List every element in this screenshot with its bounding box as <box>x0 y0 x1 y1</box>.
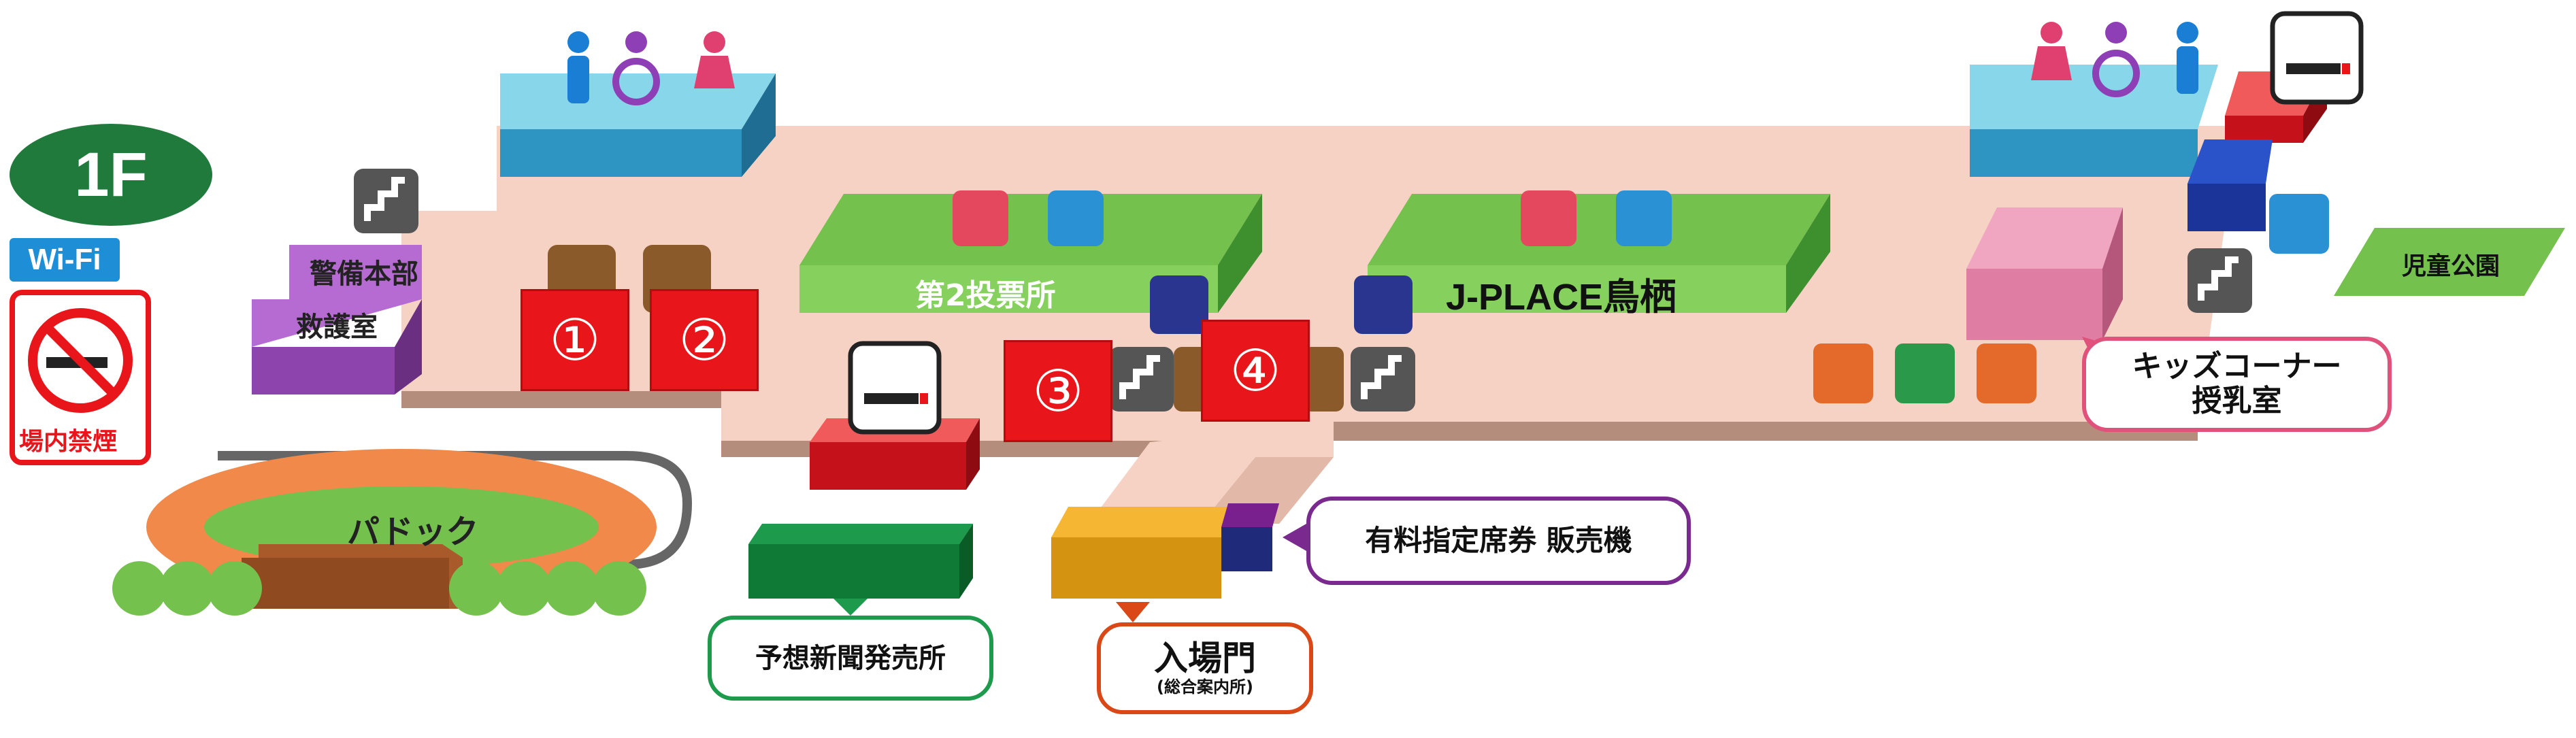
jplace-block <box>1368 194 1830 265</box>
kids-label-line1: キッズコーナー <box>2132 349 2342 384</box>
no-smoking-sign <box>10 290 151 465</box>
betting2-block <box>799 194 1262 265</box>
park-area <box>2334 228 2565 296</box>
elevator-block <box>2187 139 2273 184</box>
paddock-label: パドック <box>347 513 479 551</box>
security-label: 警備本部 <box>310 258 418 290</box>
floor-label: 1F <box>74 139 148 209</box>
marker-1: ① <box>521 289 629 391</box>
entrance-callout: 入場門 (総合案内所) <box>1097 622 1313 714</box>
betting2-label: 第2投票所 <box>915 278 1056 313</box>
paddock-rail <box>218 451 693 569</box>
kids-callout: キッズコーナー 授乳室 <box>2082 337 2392 432</box>
floor-slab-edge <box>401 391 2198 457</box>
restroom-icons-right <box>2031 22 2198 97</box>
marker-3: ③ <box>1004 340 1112 442</box>
marker-4: ④ <box>1201 320 1310 422</box>
security-block <box>252 245 422 347</box>
kids-label-line2: 授乳室 <box>2192 384 2282 418</box>
ticket-machine-label: 有料指定席券 販売機 <box>1365 523 1632 557</box>
jplace-label: J-PLACE鳥栖 <box>1446 277 1677 318</box>
restroom-block-right <box>1970 65 2218 129</box>
wifi-label: Wi-Fi <box>28 243 101 276</box>
smoking-icons <box>848 11 2364 435</box>
entrance-corridor <box>1089 422 1334 524</box>
service-icons <box>953 190 2329 403</box>
ticket-machine-block <box>1221 503 1279 527</box>
stairs-icon-group <box>354 169 2252 412</box>
wifi-badge: Wi-Fi <box>10 238 120 282</box>
no-smoking-label: 場内禁煙 <box>19 428 118 456</box>
yoso-callout: 予想新聞発売所 <box>708 616 993 701</box>
first-aid-label: 救護室 <box>296 312 378 343</box>
kids-block <box>1966 207 2123 269</box>
entrance-block <box>1051 507 1238 537</box>
floor-badge: 1F <box>10 124 212 226</box>
marker-2: ② <box>650 289 759 391</box>
restroom-icons-left <box>567 31 735 105</box>
park-label: 児童公園 <box>2402 252 2500 280</box>
entrance-sub-label: (総合案内所) <box>1157 677 1253 697</box>
ticket-machine-callout: 有料指定席券 販売機 <box>1306 497 1691 585</box>
entrance-label: 入場門 <box>1154 638 1256 678</box>
yoso-block <box>748 524 973 544</box>
yoso-label: 予想新聞発売所 <box>755 642 946 674</box>
